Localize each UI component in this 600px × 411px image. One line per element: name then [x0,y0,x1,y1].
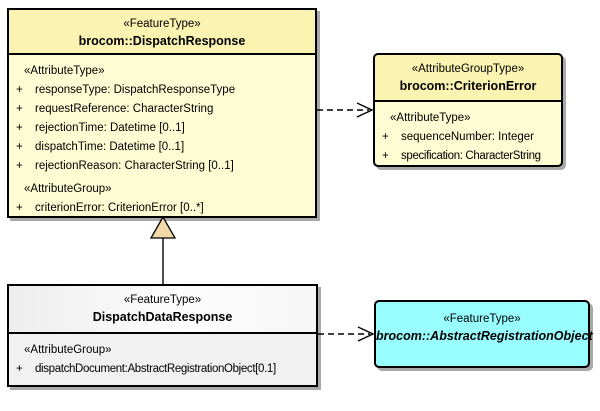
visibility-marker: + [382,150,389,162]
visibility-marker: + [16,103,23,115]
class-box-criterion-error: «AttributeGroupType» brocom::CriterionEr… [373,53,563,167]
attribute-text: specification: CharacterString [401,150,541,162]
class-header: «FeatureType» brocom::DispatchResponse [9,10,315,55]
class-header: «AttributeGroupType» brocom::CriterionEr… [375,55,561,102]
attribute-row: + responseType: DispatchResponseType [9,81,315,100]
class-name: brocom::AbstractRegistrationObject [376,329,593,343]
attribute-row: + sequenceNumber: Integer [375,128,561,147]
visibility-marker: + [16,160,23,172]
attribute-text: responseType: DispatchResponseType [35,84,236,96]
attribute-compartment: «AttributeType» + sequenceNumber: Intege… [375,102,561,166]
open-arrowhead-icon [356,102,374,118]
dependency-arrow-bottom [318,326,375,342]
attribute-row: + rejectionReason: CharacterString [0..1… [9,157,315,176]
attribute-row: + rejectionTime: Datetime [0..1] [9,119,315,138]
open-arrowhead-icon [357,326,375,342]
visibility-marker: + [382,131,389,143]
attribute-text: dispatchDocument:AbstractRegistrationObj… [35,363,276,375]
visibility-marker: + [16,202,23,214]
attribute-section-stereotype: «AttributeGroup» [24,183,112,195]
stereotype-label: «FeatureType» [123,18,201,30]
generalization-triangle-icon [149,215,177,239]
attribute-row: + specification: CharacterString [375,147,561,166]
attribute-compartment: «AttributeGroup» + dispatchDocument:Abst… [9,334,316,379]
attribute-text: requestReference: CharacterString [35,103,214,115]
stereotype-label: «FeatureType» [443,313,521,325]
attribute-text: rejectionReason: CharacterString [0..1] [35,160,234,172]
attribute-row: + requestReference: CharacterString [9,100,315,119]
class-name: DispatchDataResponse [92,310,233,324]
class-header: «FeatureType» brocom::AbstractRegistrati… [376,302,593,366]
attribute-text: dispatchTime: Datetime [0..1] [35,141,185,153]
generalization-arrow [149,215,177,284]
stereotype-label: «AttributeGroupType» [411,63,525,75]
visibility-marker: + [16,122,23,134]
class-header: «FeatureType» DispatchDataResponse [9,286,316,334]
attribute-row: + dispatchDocument:AbstractRegistrationO… [9,360,316,379]
visibility-marker: + [16,363,23,375]
class-box-dispatch-data-response: «FeatureType» DispatchDataResponse «Attr… [7,284,318,387]
attribute-text: rejectionTime: Datetime [0..1] [35,122,185,134]
visibility-marker: + [16,141,23,153]
attribute-text: sequenceNumber: Integer [401,131,534,143]
visibility-marker: + [16,84,23,96]
attribute-section-stereotype: «AttributeType» [24,65,105,77]
attribute-compartment: «AttributeType» + responseType: Dispatch… [9,55,315,218]
class-box-abstract-registration-object: «FeatureType» brocom::AbstractRegistrati… [374,300,593,368]
attribute-section-stereotype: «AttributeGroup» [24,344,112,356]
attribute-row: + criterionError: CriterionError [0..*] [9,199,315,218]
class-name: brocom::DispatchResponse [78,34,246,48]
dependency-arrow-top [317,102,374,118]
class-box-dispatch-response: «FeatureType» brocom::DispatchResponse «… [7,8,317,218]
attribute-section-stereotype: «AttributeType» [390,112,471,124]
attribute-text: criterionError: CriterionError [0..*] [35,202,204,214]
class-name: brocom::CriterionError [399,79,537,93]
attribute-row: + dispatchTime: Datetime [0..1] [9,138,315,157]
stereotype-label: «FeatureType» [123,294,202,306]
